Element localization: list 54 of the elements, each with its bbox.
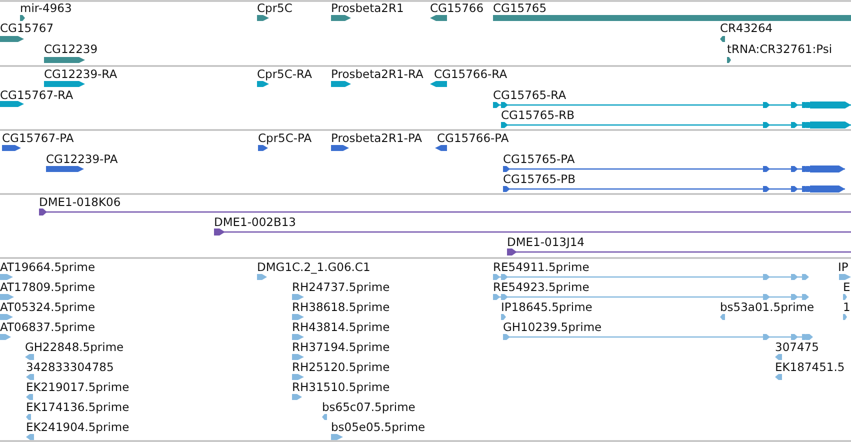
- feature-label: RH37194.5prime: [292, 340, 390, 354]
- feature-label: CG15767-PA: [2, 131, 74, 145]
- feature-label: AT17809.5prime: [0, 280, 96, 294]
- feature-label: CG15767-RA: [0, 88, 74, 102]
- feature-label: EK187451.5: [775, 360, 845, 374]
- feature-label: CG15766-RA: [434, 67, 508, 81]
- feature-label: DME1-013J14: [507, 235, 584, 249]
- feature-label: Cpr5C: [257, 1, 292, 15]
- feature-label: Prosbeta2R1: [331, 1, 404, 15]
- feature-label: CG12239: [44, 42, 98, 56]
- feature-label: CG15765-RB: [501, 108, 575, 122]
- feature-label: CG15765-PA: [503, 152, 575, 166]
- feature-label: Prosbeta2R1-RA: [331, 67, 424, 81]
- feature-label: bs05e05.5prime: [331, 420, 426, 434]
- feature-label: RH43814.5prime: [292, 320, 390, 334]
- feature-label: 307475: [775, 340, 819, 354]
- feature-label: DME1-018K06: [39, 195, 121, 209]
- feature-label: CG12239-PA: [46, 152, 118, 166]
- feature-label: IP: [838, 260, 848, 274]
- feature-label: RH38618.5prime: [292, 300, 390, 314]
- feature-label: mir-4963: [20, 1, 72, 15]
- feature-label: RH25120.5prime: [292, 360, 390, 374]
- feature-label: RH31510.5prime: [292, 380, 390, 394]
- feature-label: bs65c07.5prime: [322, 400, 416, 414]
- feature-label: RE54923.5prime: [493, 280, 590, 294]
- feature-label: CG15765: [493, 1, 547, 15]
- feature-label: AT19664.5prime: [0, 260, 96, 274]
- feature-label: EK174136.5prime: [26, 400, 130, 414]
- feature-label: AT06837.5prime: [0, 320, 96, 334]
- feature-label: CG15765-RA: [493, 88, 566, 102]
- feature-label: EK219017.5prime: [26, 380, 130, 394]
- feature-label: Cpr5C-RA: [257, 67, 312, 81]
- feature-label: bs53a01.5prime: [720, 300, 814, 314]
- feature-label: CG15766: [430, 1, 484, 15]
- feature-label: CG15767: [0, 21, 54, 35]
- feature-label: RH24737.5prime: [292, 280, 390, 294]
- feature-label: CG15766-PA: [437, 131, 509, 145]
- feature-label: DME1-002B13: [214, 215, 296, 229]
- feature-label: GH22848.5prime: [25, 340, 124, 354]
- feature-label: EK241904.5prime: [26, 420, 130, 434]
- feature-label: 1: [843, 300, 850, 314]
- feature-label: 342833304785: [26, 360, 114, 374]
- feature-label: DMG1C.2_1.G06.C1: [257, 260, 370, 274]
- feature-label: CG15765-PB: [503, 172, 576, 186]
- feature-label: CG12239-RA: [44, 67, 118, 81]
- feature-label: RE54911.5prime: [493, 260, 590, 274]
- feature-label: Prosbeta2R1-PA: [331, 131, 422, 145]
- feature-label: tRNA:CR32761:Psi: [727, 42, 832, 56]
- feature-label: E: [843, 280, 850, 294]
- feature-label: IP18645.5prime: [501, 300, 592, 314]
- feature-label: Cpr5C-PA: [258, 131, 312, 145]
- feature-label: GH10239.5prime: [503, 320, 602, 334]
- feature-label: AT05324.5prime: [0, 300, 96, 314]
- feature-label: CR43264: [720, 21, 773, 35]
